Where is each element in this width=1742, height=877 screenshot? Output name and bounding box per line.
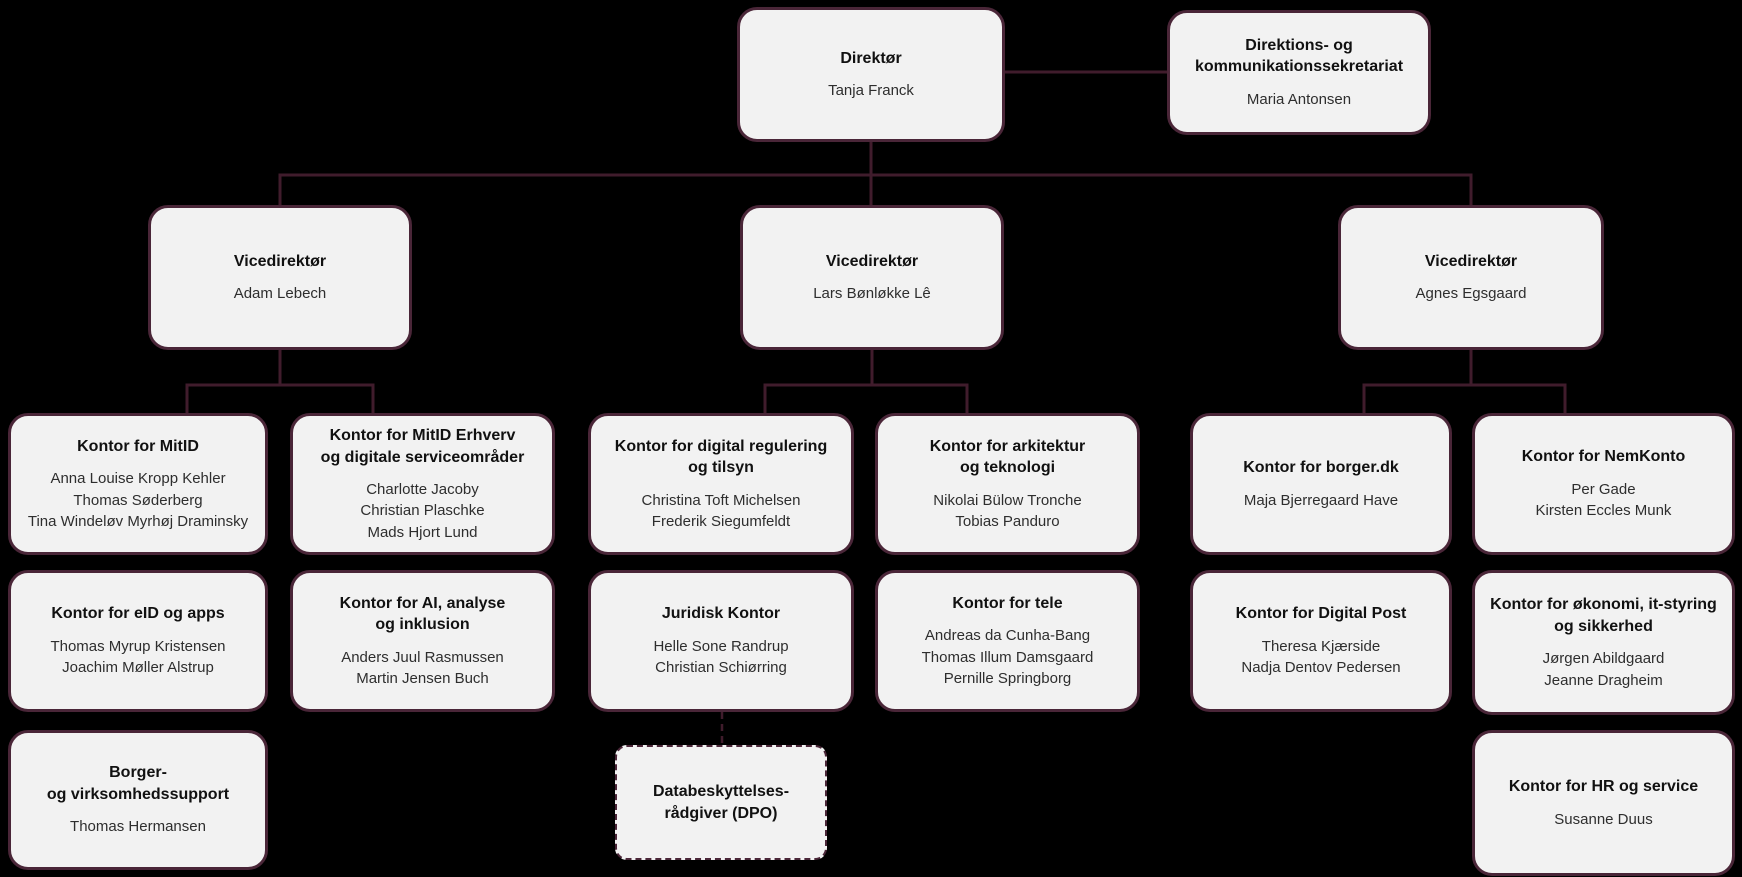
box-title: Kontor for tele	[952, 594, 1063, 612]
person-name: Thomas Myrup Kristensen	[50, 638, 226, 655]
box-title: Kontor for borger.dk	[1243, 459, 1399, 477]
box-names: Thomas Hermansen	[70, 816, 206, 837]
person-name: Thomas Illum Damsgaard	[921, 648, 1094, 666]
box-title: Vicedirektør	[233, 252, 327, 270]
person-name: Kirsten Eccles Munk	[1535, 502, 1672, 520]
person-name: Martin Jensen Buch	[356, 670, 489, 688]
person-name: Mads Hjort Lund	[367, 523, 478, 541]
org-box-borger-og-virksomhedssupport: Borger- og virksomhedssupport Thomas Her…	[8, 730, 268, 870]
person-name: Maja Bjerregaard Have	[1243, 491, 1399, 509]
org-box-dpo: Databeskyttelses- rådgiver (DPO)	[615, 745, 827, 860]
box-title: Kontor for NemKonto	[1521, 448, 1686, 466]
box-names: Thomas Myrup Kristensen Joachim Møller A…	[50, 636, 225, 679]
person-name: Per Gade	[1571, 481, 1636, 498]
person-name: Lars Bønløkke Lê	[813, 285, 931, 303]
person-name: Tanja Franck	[828, 82, 914, 100]
box-names: Jørgen Abildgaard Jeanne Dragheim	[1543, 648, 1665, 691]
box-title: Direktions- og kommunikationssekretariat	[1194, 36, 1404, 76]
person-name: Anders Juul Rasmussen	[341, 648, 504, 666]
org-box-kontor-for-hr-og-service: Kontor for HR og service Susanne Duus	[1472, 730, 1735, 876]
box-names: Per Gade Kirsten Eccles Munk	[1536, 479, 1672, 522]
box-title: Kontor for HR og service	[1508, 778, 1699, 796]
box-names: Theresa Kjærside Nadja Dentov Pedersen	[1241, 636, 1400, 679]
box-title: Kontor for eID og apps	[51, 605, 225, 623]
person-name: Adam Lebech	[233, 285, 327, 303]
person-name: Nadja Dentov Pedersen	[1241, 659, 1401, 677]
box-title: Vicedirektør	[1424, 252, 1518, 270]
person-name: Helle Sone Randrup	[653, 638, 789, 655]
person-name: Susanne Duus	[1554, 810, 1653, 828]
org-box-vicedirektor-2: Vicedirektør Lars Bønløkke Lê	[740, 205, 1004, 350]
org-box-kontor-for-mitid-erhverv: Kontor for MitID Erhverv og digitale ser…	[290, 413, 555, 555]
person-name: Pernille Springborg	[943, 669, 1072, 687]
person-name: Charlotte Jacoby	[366, 481, 479, 499]
org-box-kontor-for-nemkonto: Kontor for NemKonto Per Gade Kirsten Ecc…	[1472, 413, 1735, 555]
person-name: Frederik Siegumfeldt	[651, 513, 791, 531]
box-title: Direktør	[840, 49, 902, 67]
org-box-juridisk-kontor: Juridisk Kontor Helle Sone Randrup Chris…	[588, 570, 854, 712]
person-name: Christian Schiørring	[655, 659, 787, 677]
person-name: Tina Windeløv Myrhøj Draminsky	[27, 512, 249, 530]
box-names: Andreas da Cunha-Bang Thomas Illum Damsg…	[922, 625, 1094, 689]
box-title: Kontor for økonomi, it-styring og sikker…	[1490, 596, 1717, 635]
org-box-direktor: Direktør Tanja Franck	[737, 7, 1005, 142]
box-title: Kontor for MitID Erhverv og digitale ser…	[320, 426, 525, 466]
box-names: Charlotte Jacoby Christian Plaschke Mads…	[360, 479, 484, 543]
person-name: Jeanne Dragheim	[1544, 671, 1663, 689]
box-title: Kontor for Digital Post	[1235, 605, 1407, 623]
box-title: Kontor for MitID	[77, 437, 199, 455]
box-title: Kontor for AI, analyse og inklusion	[339, 594, 506, 634]
org-box-kontor-for-okonomi: Kontor for økonomi, it-styring og sikker…	[1472, 570, 1735, 715]
person-name: Jørgen Abildgaard	[1542, 650, 1665, 668]
box-title: Databeskyttelses- rådgiver (DPO)	[652, 782, 790, 822]
person-name: Andreas da Cunha-Bang	[924, 627, 1091, 645]
org-box-kontor-for-digital-regulering: Kontor for digital regulering og tilsyn …	[588, 413, 854, 555]
box-names: Helle Sone Randrup Christian Schiørring	[653, 636, 788, 679]
person-name: Tobias Panduro	[955, 513, 1060, 531]
box-names: Nikolai Bülow Tronche Tobias Panduro	[933, 490, 1081, 533]
box-names: Anna Louise Kropp Kehler Thomas Søderber…	[28, 468, 248, 532]
person-name: Thomas Hermansen	[70, 818, 206, 836]
box-title: Juridisk Kontor	[661, 605, 781, 623]
org-box-sekretariat: Direktions- og kommunikationssekretariat…	[1167, 10, 1431, 135]
box-names: Maja Bjerregaard Have	[1244, 490, 1398, 511]
person-name: Christina Toft Michelsen	[641, 491, 801, 509]
box-names: Susanne Duus	[1554, 809, 1652, 830]
box-title: Borger- og virksomhedssupport	[46, 764, 230, 803]
org-box-kontor-for-digital-post: Kontor for Digital Post Theresa Kjærside…	[1190, 570, 1452, 712]
org-box-kontor-for-eid-og-apps: Kontor for eID og apps Thomas Myrup Kris…	[8, 570, 268, 712]
org-box-kontor-for-ai: Kontor for AI, analyse og inklusion Ande…	[290, 570, 555, 712]
box-names: Christina Toft Michelsen Frederik Siegum…	[642, 490, 801, 533]
person-name: Joachim Møller Alstrup	[62, 659, 214, 677]
box-title: Kontor for digital regulering og tilsyn	[614, 437, 828, 477]
org-box-kontor-for-borgerdk: Kontor for borger.dk Maja Bjerregaard Ha…	[1190, 413, 1452, 555]
org-box-vicedirektor-1: Vicedirektør Adam Lebech	[148, 205, 412, 350]
person-name: Thomas Søderberg	[73, 491, 203, 509]
box-title: Vicedirektør	[825, 252, 919, 270]
person-name: Nikolai Bülow Tronche	[933, 491, 1082, 509]
org-box-kontor-for-tele: Kontor for tele Andreas da Cunha-Bang Th…	[875, 570, 1140, 712]
box-title: Kontor for arkitektur og teknologi	[929, 437, 1086, 477]
person-name: Christian Plaschke	[360, 502, 485, 520]
person-name: Theresa Kjærside	[1261, 638, 1381, 655]
org-box-kontor-for-mitid: Kontor for MitID Anna Louise Kropp Kehle…	[8, 413, 268, 555]
box-names: Tanja Franck	[828, 80, 914, 101]
box-names: Lars Bønløkke Lê	[813, 283, 931, 304]
person-name: Maria Antonsen	[1246, 90, 1352, 108]
person-name: Anna Louise Kropp Kehler	[50, 470, 226, 488]
box-names: Anders Juul Rasmussen Martin Jensen Buch	[341, 647, 504, 690]
box-names: Agnes Egsgaard	[1416, 283, 1527, 304]
org-box-vicedirektor-3: Vicedirektør Agnes Egsgaard	[1338, 205, 1604, 350]
box-names: Adam Lebech	[234, 283, 327, 304]
person-name: Agnes Egsgaard	[1415, 285, 1527, 303]
box-names: Maria Antonsen	[1247, 89, 1351, 110]
org-box-kontor-for-arkitektur: Kontor for arkitektur og teknologi Nikol…	[875, 413, 1140, 555]
